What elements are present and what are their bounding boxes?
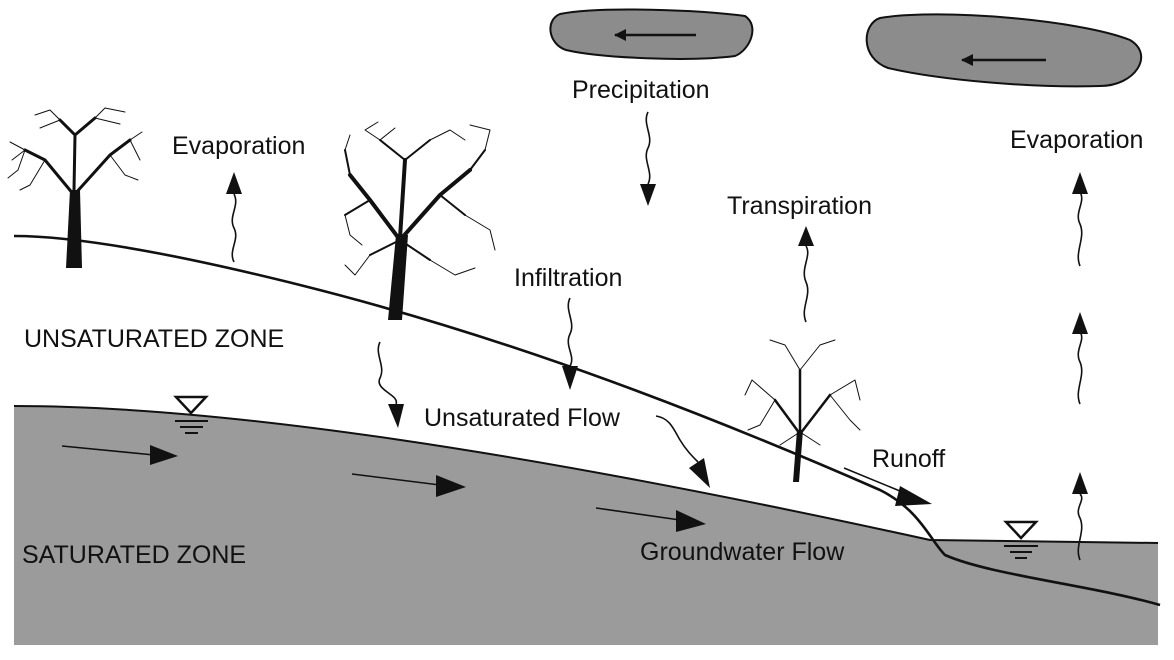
transpiration-arrow-icon — [798, 226, 814, 323]
transpiration-label: Transpiration — [727, 192, 872, 220]
unsaturated-flow-arrow-icon — [655, 415, 710, 488]
groundwater-flow-label: Groundwater Flow — [640, 538, 845, 566]
infiltration-label: Infiltration — [514, 264, 622, 292]
unsaturated-flow-label: Unsaturated Flow — [424, 404, 621, 432]
water-table-line — [13, 405, 1159, 544]
cloud-icon — [865, 13, 1143, 88]
ground-surface-line — [13, 234, 1161, 607]
groundwater-flow-arrow-icon — [595, 507, 706, 532]
saturated-zone-area — [14, 406, 1158, 645]
unsaturated-zone-label: UNSATURATED ZONE — [24, 325, 284, 353]
evaporation-right-label: Evaporation — [1010, 126, 1143, 154]
precipitation-label: Precipitation — [572, 76, 710, 104]
precipitation-arrow-icon — [640, 111, 656, 206]
runoff-label: Runoff — [872, 445, 945, 473]
evaporation-right-arrow-icon — [1072, 172, 1088, 561]
infiltration-arrow-icon — [562, 297, 578, 390]
evaporation-left-arrow-icon — [226, 172, 242, 263]
saturated-zone-label: SATURATED ZONE — [22, 541, 246, 569]
tree-icon — [744, 339, 861, 482]
cloud-icon — [549, 8, 754, 60]
tree-icon — [344, 121, 496, 320]
runoff-arrow-icon — [843, 467, 932, 506]
tree-icon — [7, 107, 143, 268]
groundwater-flow-arrow-icon — [61, 445, 178, 465]
water-table-symbol-icon — [173, 395, 209, 434]
evaporation-left-label: Evaporation — [172, 132, 305, 160]
groundwater-flow-arrow-icon — [351, 473, 466, 497]
water-table-symbol-icon — [1003, 520, 1039, 559]
unsaturated-flow-arrow-icon — [377, 341, 404, 428]
